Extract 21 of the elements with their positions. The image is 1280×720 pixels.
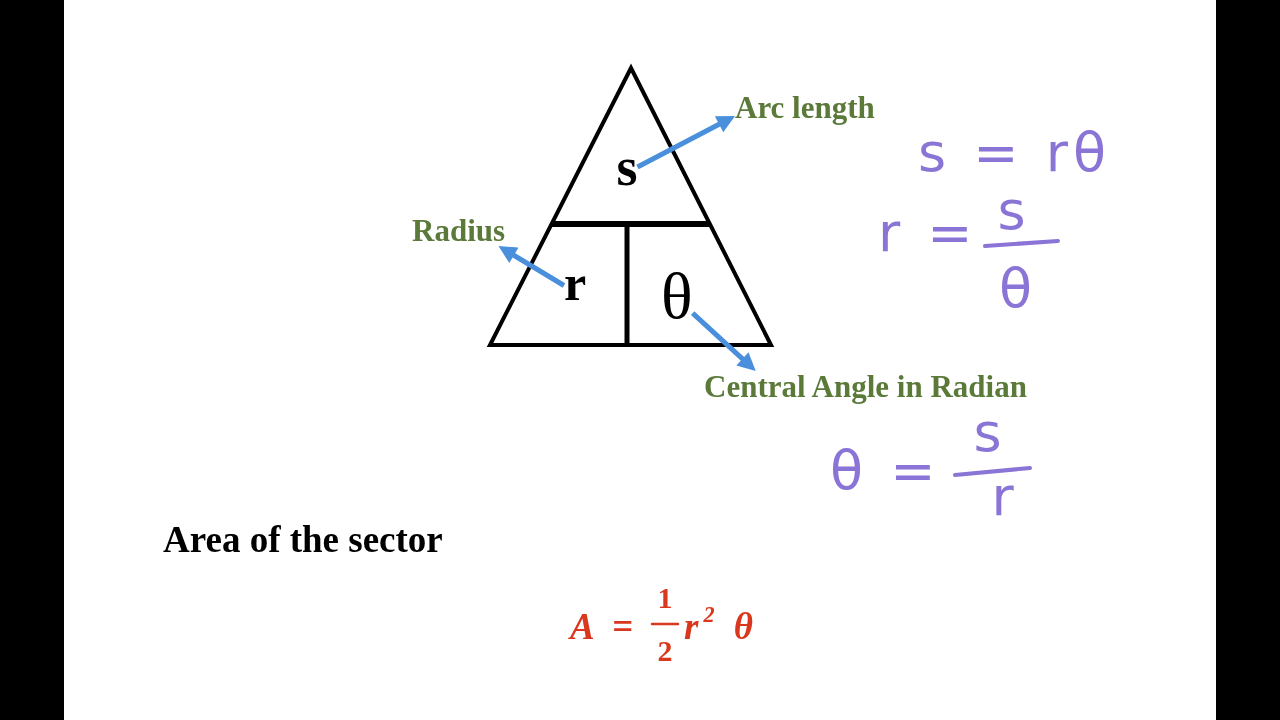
leader-arrow bbox=[497, 243, 566, 288]
equation: s = rθ bbox=[918, 126, 1111, 180]
fraction-denominator: θ bbox=[999, 262, 1038, 316]
callout-label: Radius bbox=[412, 215, 506, 246]
fraction-numerator: 1 bbox=[657, 583, 673, 613]
formula-left-side: A = bbox=[570, 608, 638, 645]
leader-arrow bbox=[636, 113, 737, 170]
equation-left-side: θ = bbox=[830, 444, 941, 498]
variable-letter: s bbox=[616, 140, 638, 194]
variable-letter: r bbox=[564, 258, 587, 308]
fraction-denominator: r bbox=[991, 470, 1019, 524]
leader-arrow bbox=[690, 311, 758, 373]
fraction-numerator: s bbox=[997, 184, 1031, 238]
fraction-numerator: s bbox=[973, 406, 1007, 460]
variable-letter: θ bbox=[661, 263, 693, 329]
callout-label: Arc length bbox=[735, 92, 875, 123]
equation-left-side: r = bbox=[878, 206, 978, 260]
callout-label: Central Angle in Radian bbox=[704, 371, 1027, 402]
formula-term: r$^{2}$ θ bbox=[684, 608, 758, 645]
fraction-denominator: 2 bbox=[657, 636, 673, 666]
heading: Area of the sector bbox=[163, 521, 443, 558]
